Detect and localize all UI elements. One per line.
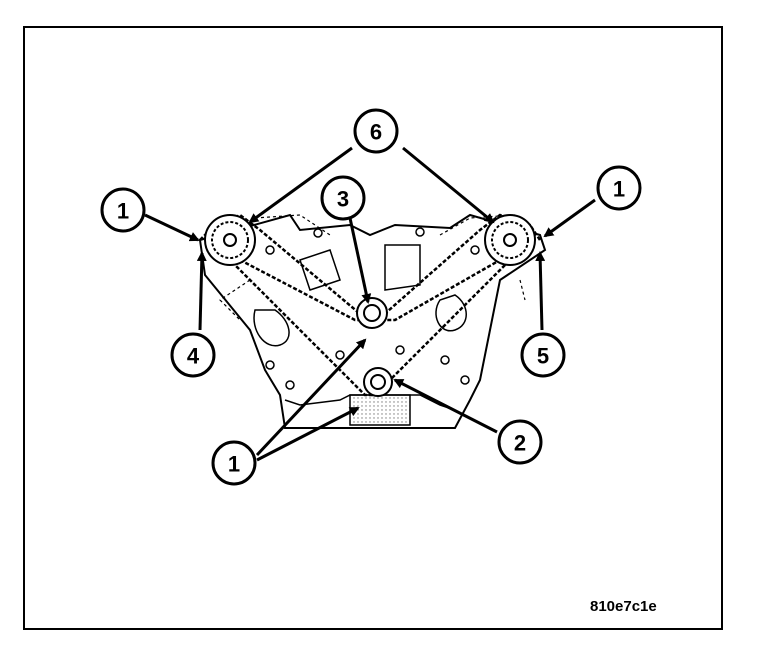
leader-lines: [144, 146, 596, 462]
callout-6: 6: [353, 108, 399, 154]
callout-1-right: 1: [596, 165, 642, 211]
callout-3: 3: [320, 175, 366, 221]
callout-label: 4: [187, 344, 200, 369]
callout-label: 2: [514, 431, 526, 456]
right-cam-sprocket: [484, 214, 536, 266]
callout-label: 6: [370, 120, 382, 145]
callout-label: 1: [228, 452, 240, 477]
callout-1-left: 1: [100, 187, 146, 233]
callout-label: 1: [117, 199, 129, 224]
head-hatch: [219, 214, 526, 321]
callout-2: 2: [497, 419, 543, 465]
left-cam-sprocket: [204, 214, 256, 266]
crankshaft-sprocket: [363, 367, 393, 397]
callout-label: 5: [537, 344, 549, 369]
figure-reference-code: 810e7c1e: [590, 598, 657, 615]
callout-5: 5: [520, 332, 566, 378]
idler-sprocket: [356, 297, 388, 329]
callout-4: 4: [170, 332, 216, 378]
callout-label: 3: [337, 187, 349, 212]
callout-1-bottom: 1: [211, 440, 257, 486]
callout-label: 1: [613, 177, 625, 202]
